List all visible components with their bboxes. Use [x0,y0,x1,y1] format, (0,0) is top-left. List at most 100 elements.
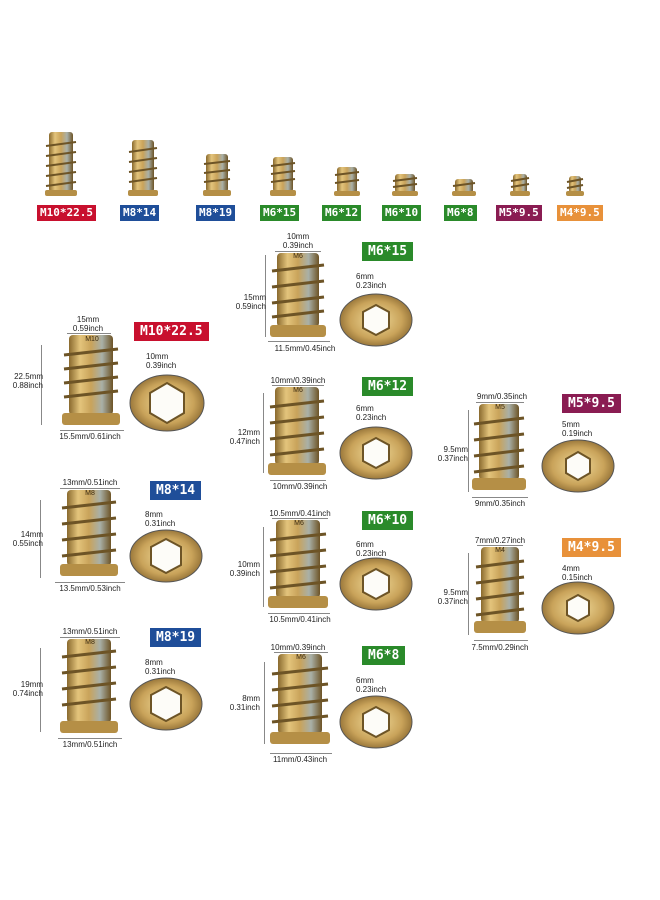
insert-m8-14-image [128,140,158,196]
insert-m6-15-image [270,157,296,196]
top-dim-in: 0.39inch [282,241,314,250]
top-dim-line [476,402,524,403]
thread-label: M6 [293,253,303,260]
insert-m4-9-5-detail [474,547,526,633]
height-dim-in: 0.47inch [229,437,260,446]
insert-m6-10-detail [268,520,328,608]
hex-dim-mm: 8mm [145,510,163,519]
insert-m6-12-detail [268,387,326,475]
hex-top-view-m5-9-5 [541,439,615,493]
hex-dim-in: 0.23inch [356,413,387,422]
top-dim-line [272,385,324,386]
hex-dim-in: 0.15inch [562,573,593,582]
height-dim-mm: 12mm [237,428,260,437]
height-dim-line [468,553,469,635]
hex-dim-mm: 10mm [146,352,169,361]
hex-top-view-m6-12 [339,426,413,480]
thread-label: M6 [296,654,306,661]
top-badge-m4-9-5: M4*9.5 [557,205,603,221]
badge-m4-9-5: M4*9.5 [562,538,621,557]
height-dim-in: 0.59inch [235,302,266,311]
bottom-dim-line [58,738,122,739]
bottom-dim: 15.5mm/0.61inch [59,432,121,441]
hex-dim-mm: 4mm [562,564,580,573]
bottom-dim-line [472,497,528,498]
height-dim-in: 0.37inch [437,597,468,606]
height-dim-in: 0.39inch [229,569,260,578]
hex-top-view-m10 [129,374,205,432]
thread-label: M8 [85,639,95,646]
insert-m6-12-image [334,167,360,196]
insert-m8-19-image [203,154,231,196]
height-dim-line [263,527,264,607]
badge-m6-10: M6*10 [362,511,414,530]
bottom-dim: 7.5mm/0.29inch [471,643,529,652]
top-badge-m8-14: M8*14 [120,205,160,221]
bottom-dim: 9mm/0.35inch [474,499,526,508]
insert-m4-9-5-image [566,176,584,196]
badge-m8-19: M8*19 [150,628,202,647]
height-dim-line [264,662,265,744]
bottom-dim-line [60,430,124,431]
hex-dim-mm: 5mm [562,420,580,429]
badge-m5-9-5: M5*9.5 [562,394,621,413]
height-dim-in: 0.74inch [12,689,43,698]
height-dim-line [40,648,41,732]
bottom-dim-line [55,582,125,583]
insert-m5-9-5-image [510,174,530,196]
height-dim-mm: 22.5mm [14,372,43,381]
hex-dim-in: 0.31inch [145,667,176,676]
top-dim-line [274,652,328,653]
hex-top-view-m6-10 [339,557,413,611]
bottom-dim: 13mm/0.51inch [62,740,118,749]
height-dim-mm: 9.5mm [443,588,468,597]
hex-top-view-m4-9-5 [541,581,615,635]
hex-top-view-m8-19 [129,677,203,731]
top-dim: 10mm/0.39inch [270,643,326,652]
bottom-dim-line [268,341,330,342]
height-dim-in: 0.55inch [12,539,43,548]
hex-dim-mm: 6mm [356,676,374,685]
top-badge-m10-22-5: M10*22.5 [37,205,96,221]
bottom-dim-line [268,613,330,614]
height-dim-mm: 9.5mm [443,445,468,454]
hex-dim-in: 0.23inch [356,685,387,694]
top-dim-line [67,333,111,334]
hex-dim-in: 0.31inch [145,519,176,528]
top-dim: 10.5mm/0.41inch [269,509,331,518]
hex-dim-mm: 6mm [356,540,374,549]
top-dim-line [60,488,120,489]
top-dim: 13mm/0.51inch [62,478,118,487]
top-badge-m8-19: M8*19 [196,205,236,221]
height-dim-mm: 19mm [20,680,43,689]
top-dim-mm: 10mm [286,232,310,241]
top-badge-m6-8: M6*8 [444,205,477,221]
hex-dim-in: 0.23inch [356,281,387,290]
bottom-dim: 10mm/0.39inch [272,482,328,491]
thread-label: M10 [85,336,99,343]
height-dim-line [263,393,264,473]
bottom-dim-line [474,640,528,641]
height-dim-in: 0.37inch [437,454,468,463]
hex-dim-in: 0.19inch [562,429,593,438]
thread-label: M4 [495,547,505,554]
hex-dim-mm: 8mm [145,658,163,667]
insert-m6-15-detail [270,253,326,337]
insert-m10-22-5-detail [62,335,120,425]
badge-m8-14: M8*14 [150,481,202,500]
top-dim-line [272,518,328,519]
hex-top-view-m8-14 [129,529,203,583]
top-badge-m6-10: M6*10 [382,205,422,221]
insert-m6-8-image [452,179,476,196]
bottom-dim: 11mm/0.43inch [272,755,328,764]
height-dim-mm: 8mm [242,694,260,703]
height-dim-in: 0.31inch [229,703,260,712]
badge-m6-15: M6*15 [362,242,414,261]
badge-m6-12: M6*12 [362,377,414,396]
hex-top-view-m6-8 [339,695,413,749]
hex-dim-mm: 6mm [356,404,374,413]
height-dim-mm: 14mm [20,530,43,539]
insert-m6-8-detail [270,654,330,744]
insert-m8-19-detail [60,639,118,733]
badge-m6-8: M6*8 [362,646,406,665]
